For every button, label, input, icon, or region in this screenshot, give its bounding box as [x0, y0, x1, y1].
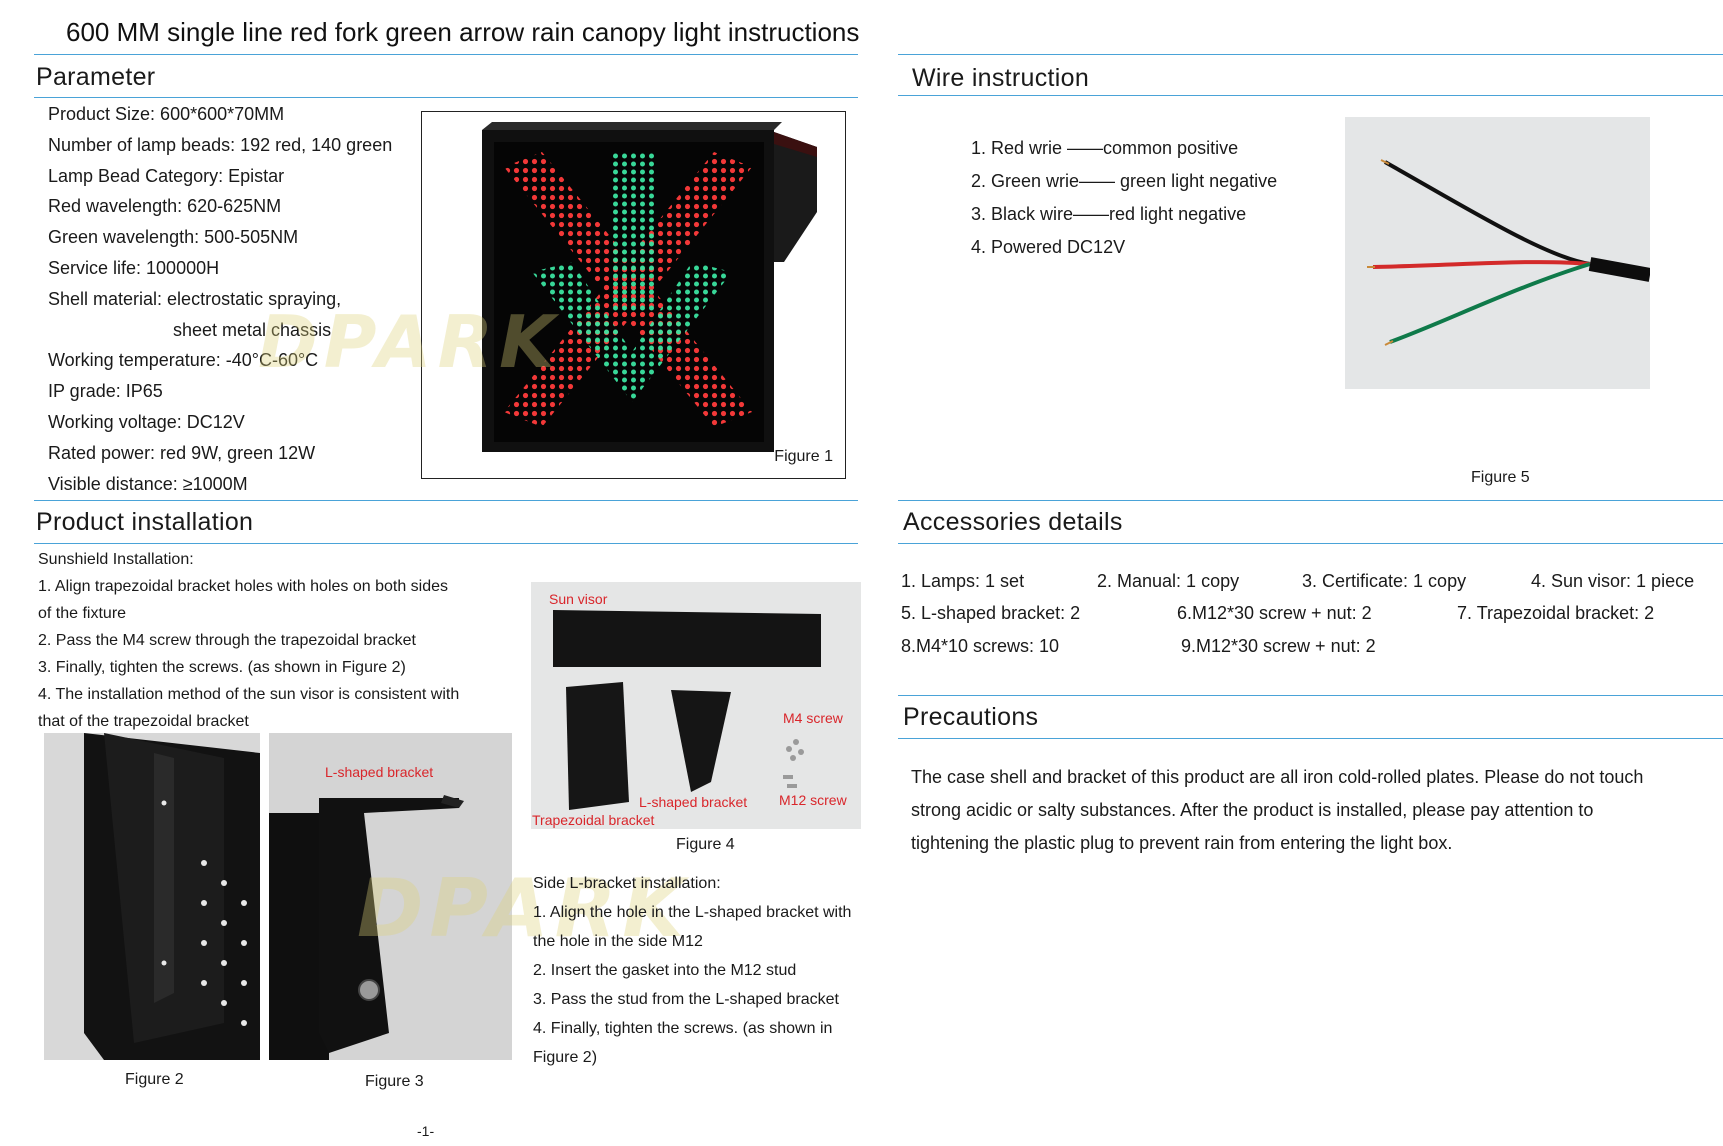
accessory-item: 9.M12*30 screw + nut: 2: [1181, 636, 1376, 656]
accessory-item: 8.M4*10 screws: 10: [901, 636, 1060, 656]
parameter-item: Green wavelength: 500-505NM: [48, 227, 299, 248]
accessory-item: 6.M12*30 screw + nut: 2: [1177, 603, 1372, 623]
m4-screw-label: M4 screw: [783, 710, 843, 726]
side-step: 1. Align the hole in the L-shaped bracke…: [533, 904, 852, 921]
sunshield-step: 1. Align trapezoidal bracket holes with …: [38, 578, 449, 595]
installation-top-rule: [34, 500, 858, 501]
precautions-heading: Precautions: [903, 703, 1039, 731]
figure-1-caption: Figure 1: [774, 448, 833, 465]
wire-photo: [1345, 117, 1650, 389]
figure-2-caption: Figure 2: [125, 1071, 184, 1088]
parameter-item: Red wavelength: 620-625NM: [48, 196, 282, 217]
installation-heading: Product installation: [36, 508, 254, 536]
parameter-item: Lamp Bead Category: Epistar: [48, 165, 285, 186]
wire-item: 3. Black wire——red light negative: [971, 204, 1247, 224]
figure-2-photo: [44, 733, 260, 1060]
accessory-item: 1. Lamps: 1 set: [901, 571, 1025, 591]
page-title: 600 MM single line red fork green arrow …: [66, 17, 860, 47]
accessory-item: 2. Manual: 1 copy: [1097, 571, 1240, 591]
accessories-top-rule: [898, 500, 1723, 501]
accessories-heading: Accessories details: [903, 508, 1123, 536]
side-step: 3. Pass the stud from the L-shaped brack…: [533, 991, 839, 1008]
parameter-rule: [34, 97, 858, 98]
side-bracket-steps: Side L-bracket installation: 1. Align th…: [533, 869, 851, 1072]
parameter-item: Rated power: red 9W, green 12W: [48, 442, 316, 463]
precautions-text: The case shell and bracket of this produ…: [911, 761, 1643, 860]
wire-item: 4. Powered DC12V: [971, 237, 1126, 257]
figure-1-frame: Figure 1: [421, 111, 846, 479]
side-step: the hole in the side M12: [533, 933, 703, 950]
accessory-item: 7. Trapezoidal bracket: 2: [1457, 603, 1655, 623]
title-rule: [34, 54, 858, 55]
parameter-item: Visible distance: ≥1000M: [48, 473, 248, 494]
sunshield-step: 2. Pass the M4 screw through the trapezo…: [38, 632, 416, 649]
parameter-list: Product Size: 600*600*70MM Number of lam…: [48, 99, 392, 499]
accessory-item: 3. Certificate: 1 copy: [1302, 571, 1467, 591]
accessories-rule: [898, 543, 1723, 544]
page-number: -1-: [417, 1123, 435, 1139]
wire-list: 1. Red wrie ——common positive 2. Green w…: [971, 132, 1277, 264]
side-step: 2. Insert the gasket into the M12 stud: [533, 962, 797, 979]
side-title: Side L-bracket installation:: [533, 875, 721, 892]
side-step: Figure 2): [533, 1049, 598, 1066]
sunshield-step: 4. The installation method of the sun vi…: [38, 686, 460, 703]
sun-visor-label: Sun visor: [549, 591, 608, 607]
title-rule-right: [898, 54, 1723, 55]
parameter-item: sheet metal chassis: [173, 319, 332, 340]
accessory-item: 4. Sun visor: 1 piece: [1531, 571, 1695, 591]
sunshield-title: Sunshield Installation:: [38, 551, 194, 568]
precautions-rule: [898, 738, 1723, 739]
figure-4-caption: Figure 4: [676, 836, 735, 853]
figure-5-caption: Figure 5: [1471, 469, 1530, 486]
sunshield-step: that of the trapezoidal bracket: [38, 713, 249, 730]
figure-3-photo: L-shaped bracket: [269, 733, 512, 1060]
led-lamp-image: [482, 122, 817, 452]
parameter-item: Service life: 100000H: [48, 257, 220, 278]
parameter-item: IP grade: IP65: [48, 381, 163, 402]
sunshield-steps: Sunshield Installation: 1. Align trapezo…: [38, 546, 459, 735]
accessory-item: 5. L-shaped bracket: 2: [901, 603, 1081, 623]
l-bracket-label: L-shaped bracket: [639, 794, 748, 810]
parameter-item: Working temperature: -40°C-60°C: [48, 350, 319, 371]
parameter-item: Working voltage: DC12V: [48, 411, 245, 432]
wire-item: 2. Green wrie—— green light negative: [971, 171, 1278, 191]
parameter-item: Product Size: 600*600*70MM: [48, 104, 285, 124]
precautions-line: tightening the plastic plug to prevent r…: [911, 833, 1453, 853]
figure-3-label: L-shaped bracket: [325, 764, 434, 780]
figure-3-caption: Figure 3: [365, 1073, 424, 1090]
wire-rule: [898, 95, 1723, 96]
installation-rule: [34, 543, 858, 544]
sunshield-step: 3. Finally, tighten the screws. (as show…: [38, 659, 406, 676]
side-step: 4. Finally, tighten the screws. (as show…: [533, 1020, 833, 1037]
sunshield-step: of the fixture: [38, 605, 127, 622]
figure-4-photo: Sun visor M4 screw L-shaped bracket M12 …: [531, 582, 861, 829]
m12-screw-label: M12 screw: [779, 792, 847, 808]
parameter-item: Shell material: electrostatic spraying,: [48, 288, 342, 309]
wire-heading: Wire instruction: [912, 64, 1090, 92]
parameter-heading: Parameter: [36, 63, 156, 91]
precautions-top-rule: [898, 695, 1723, 696]
precautions-line: The case shell and bracket of this produ…: [911, 767, 1644, 787]
parameter-item: Number of lamp beads: 192 red, 140 green: [48, 134, 393, 155]
wire-item: 1. Red wrie ——common positive: [971, 138, 1239, 158]
watermark: DPARK: [258, 300, 561, 384]
precautions-line: strong acidic or salty substances. After…: [911, 800, 1594, 820]
trapezoidal-label: Trapezoidal bracket: [532, 812, 655, 828]
watermark: DPARK: [357, 862, 691, 955]
